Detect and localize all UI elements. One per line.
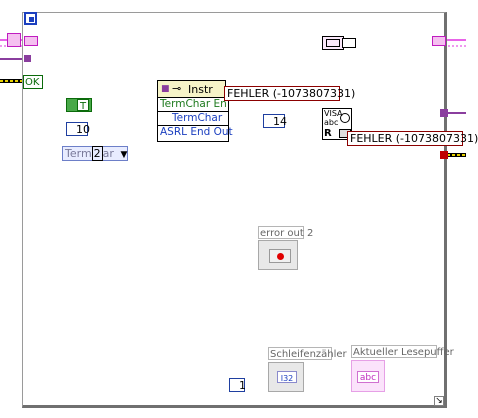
true-constant[interactable]: T [66,98,92,112]
termchar-constant[interactable]: 10 [66,122,90,136]
error-label-2: FEHLER (-1073807331) [347,131,478,146]
enum-text-right: ar [102,147,114,160]
property-node-class: Instr [188,83,213,96]
read-buffer-value: abc [357,371,379,383]
loop-counter-caption: Schleifenzähler [268,347,347,360]
resize-grip-icon[interactable]: ↘ [434,396,444,406]
concat-icon [326,39,340,47]
visa-read-abc: abc [324,118,339,127]
enum-text-left: Term [65,147,92,160]
loop-counter-value: I32 [277,371,297,383]
concat-strings-node[interactable] [322,36,344,50]
read-buffer-caption: Aktueller Lesepuffer [351,345,454,358]
loop-counter-indicator[interactable]: I32 [268,362,304,392]
error-out-caption: error out 2 [258,226,314,239]
byte-count-constant[interactable]: 14 [263,114,287,128]
visa-tunnel-left [24,55,31,62]
string-shift-register-right[interactable] [432,36,446,46]
true-constant-label: T [77,99,89,112]
enum-dropdown-arrow[interactable]: ▼ [120,150,128,160]
visa-tunnel-right [440,109,448,117]
property-asrl-end-out[interactable]: ASRL End Out [157,126,233,142]
visa-read-r: R [324,128,332,139]
plug-icon: ⊸ [172,82,182,95]
loop-limit-constant[interactable]: 1 [229,378,246,392]
property-termchar-en[interactable]: TermChar En [157,98,229,112]
property-termchar[interactable]: TermChar [157,112,229,126]
error-label-1: FEHLER (-1073807331) [224,86,355,101]
while-loop-frame[interactable] [22,12,447,408]
error-out-indicator[interactable] [258,240,298,270]
read-clock-icon [340,113,350,123]
string-shift-register[interactable] [24,36,38,46]
visa-read-label: VISA [324,109,343,118]
read-buffer-indicator[interactable]: abc [351,360,385,392]
error-status-icon [277,253,284,260]
string-length-node[interactable] [342,38,356,48]
ok-label: OK [23,75,43,89]
visa-class-icon: ■ [161,84,170,94]
enum-badge: 2 [91,146,103,161]
property-node-header[interactable]: ■ ⊸ Instr [157,80,226,98]
numeric-terminal-top[interactable] [24,12,37,25]
string-tunnel-left[interactable] [7,33,21,47]
error-tunnel-right [440,151,448,159]
